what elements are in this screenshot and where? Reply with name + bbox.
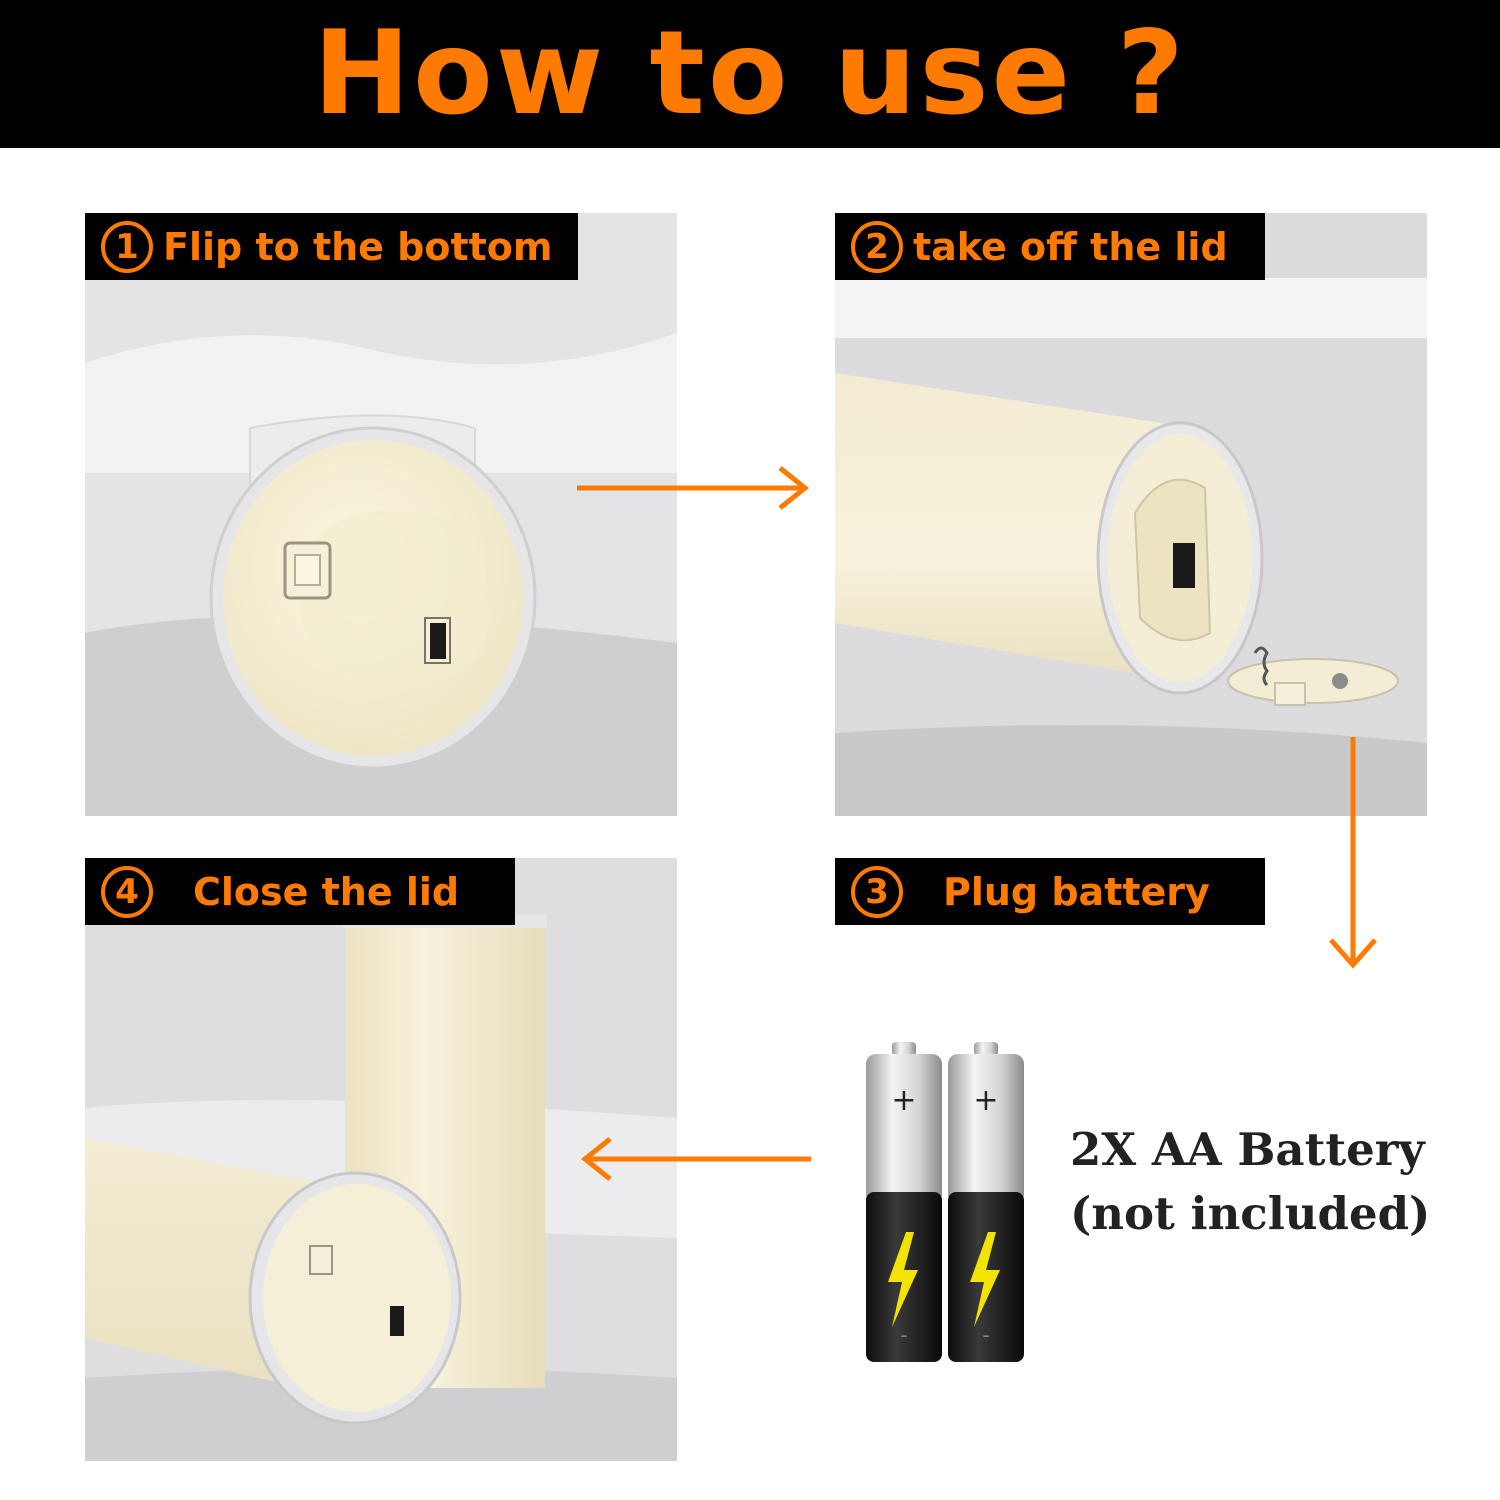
step-4-number: 4 xyxy=(101,865,153,918)
step-1-number: 1 xyxy=(101,220,153,273)
svg-text:-: - xyxy=(982,1323,989,1347)
header-banner: How to use ? xyxy=(0,0,1500,148)
candle-open-photo xyxy=(835,213,1427,816)
step-2-number: 2 xyxy=(851,220,903,273)
svg-text:-: - xyxy=(900,1323,907,1347)
batteries-illustration: + - + - xyxy=(862,1042,1032,1371)
candle-bottom-photo xyxy=(85,213,677,816)
step-4-panel: 4 Close the lid xyxy=(85,858,677,1461)
step-1-label: 1 Flip to the bottom xyxy=(85,213,578,280)
battery-left: + - xyxy=(866,1042,942,1362)
step-3-label: 3 Plug battery xyxy=(835,858,1265,925)
step-1-panel: 1 Flip to the bottom xyxy=(85,213,677,816)
step-3-number: 3 xyxy=(851,865,903,918)
battery-caption-line2: (not included) xyxy=(1070,1187,1431,1240)
aa-battery-icon: + - + - xyxy=(866,1042,1024,1362)
step-2-panel: 2 take off the lid xyxy=(835,213,1427,816)
arrow-down-icon xyxy=(1329,737,1377,969)
page-title: How to use ? xyxy=(313,6,1187,141)
candle-closed-photo xyxy=(85,858,677,1461)
svg-text:+: + xyxy=(891,1083,916,1118)
step-3-text: Plug battery xyxy=(943,869,1210,914)
step-4-label: 4 Close the lid xyxy=(85,858,515,925)
battery-caption: 2X AA Battery (not included) xyxy=(1070,1118,1430,1246)
step-2-text: take off the lid xyxy=(913,224,1228,269)
svg-text:+: + xyxy=(973,1083,998,1118)
step-2-label: 2 take off the lid xyxy=(835,213,1265,280)
step-4-text: Close the lid xyxy=(193,869,460,914)
arrow-left-icon xyxy=(580,1137,811,1181)
step-1-text: Flip to the bottom xyxy=(163,224,553,269)
battery-right: + - xyxy=(948,1042,1024,1362)
arrow-right-icon xyxy=(577,466,810,510)
battery-caption-line1: 2X AA Battery xyxy=(1070,1123,1425,1176)
